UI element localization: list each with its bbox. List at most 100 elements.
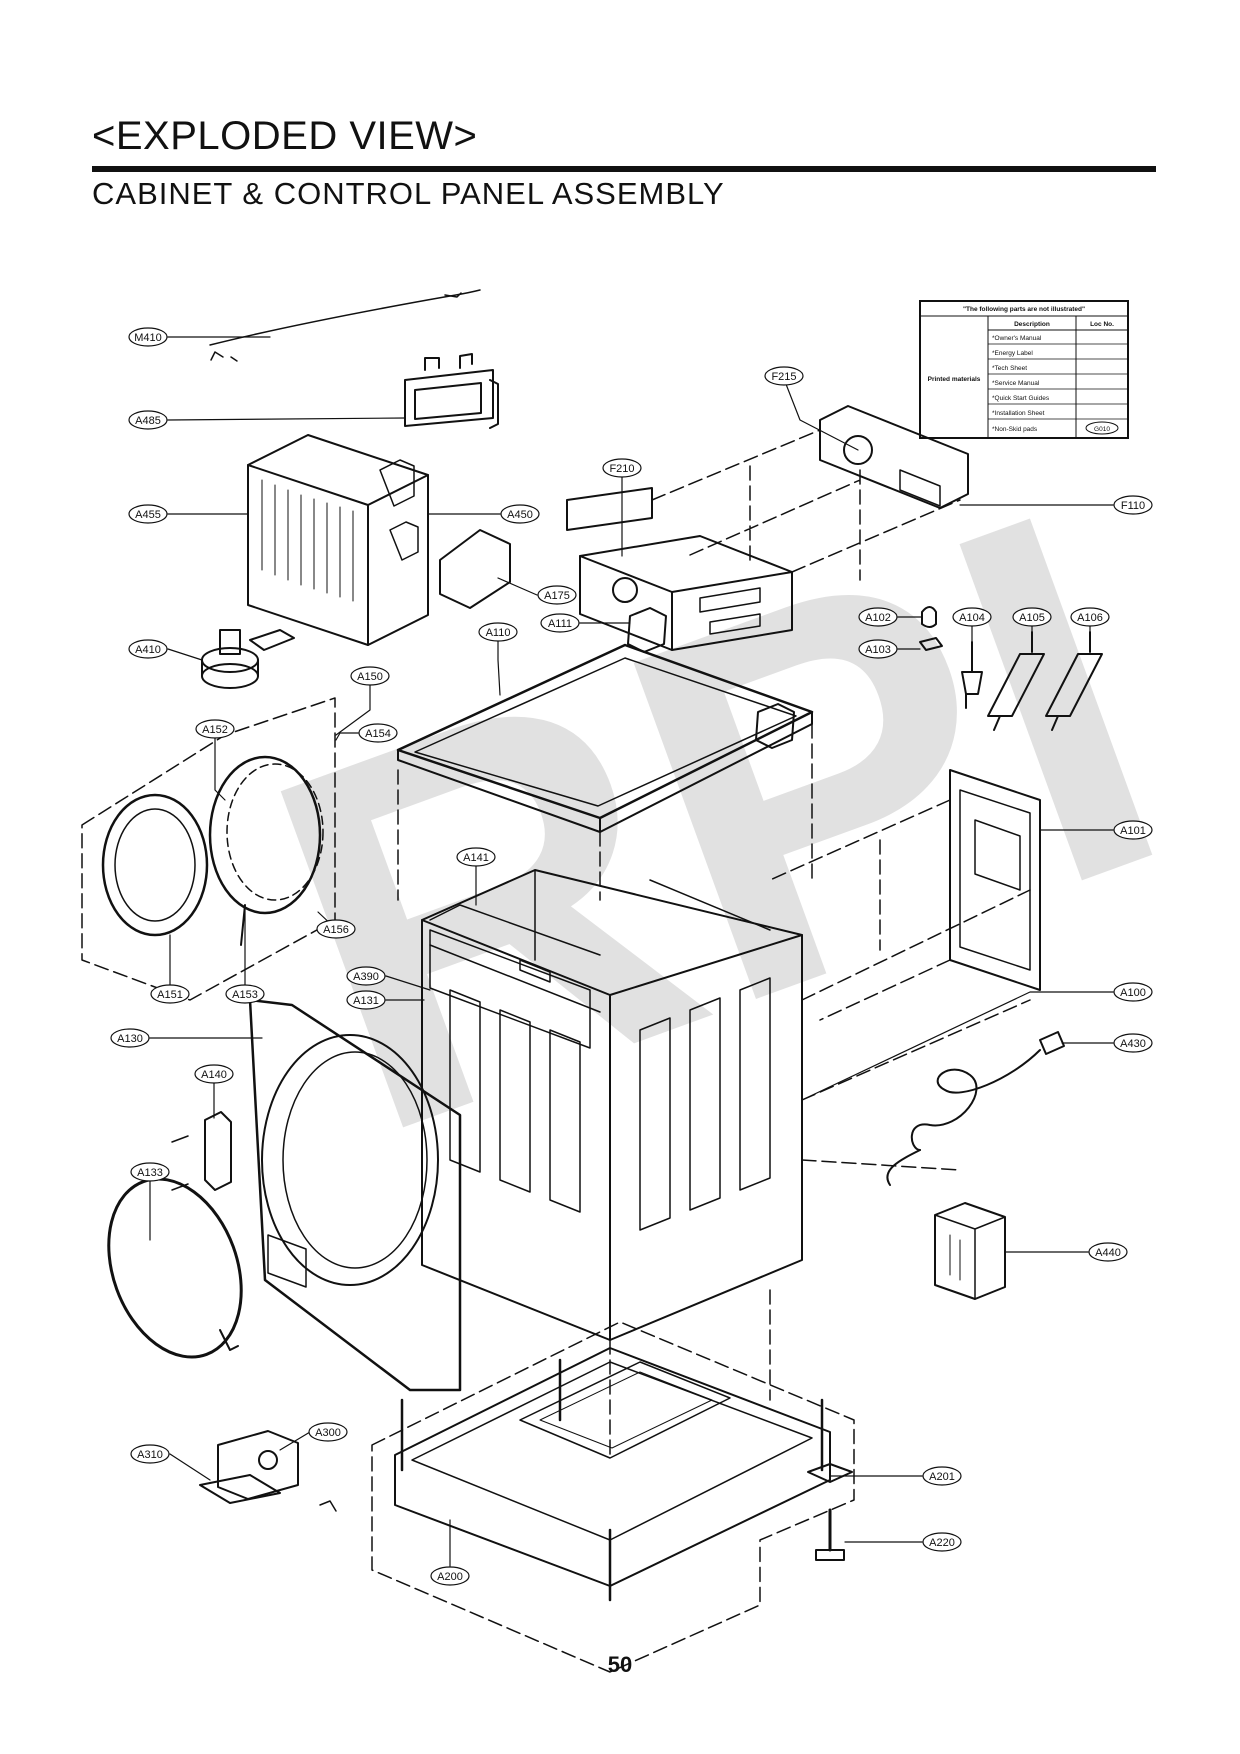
callout-label: A141: [463, 852, 489, 864]
callout-label: F210: [609, 463, 634, 475]
callout-a156: A156: [316, 919, 356, 939]
table-row-desc: *Energy Label: [992, 350, 1033, 357]
callout-a410: A410: [128, 639, 168, 659]
callout-label: A300: [315, 1427, 341, 1439]
callout-label: A152: [202, 724, 228, 736]
callout-a220: A220: [922, 1532, 962, 1552]
part-top-frame-lines: [651, 429, 961, 581]
table-row-desc: *Owner's Manual: [992, 335, 1042, 342]
callout-label: A430: [1120, 1038, 1146, 1050]
part-leveling-foot: [807, 1463, 853, 1561]
callout-a151: A151: [150, 984, 190, 1004]
callout-label: A140: [201, 1069, 227, 1081]
callout-bubble: [316, 919, 356, 939]
callout-label: A101: [1120, 825, 1146, 837]
callout-a106: A106: [1070, 607, 1110, 627]
part-door-glass: [101, 793, 209, 937]
callout-bubble: [1113, 495, 1153, 515]
callout-a430: A430: [1113, 1033, 1153, 1053]
callout-label: A100: [1120, 987, 1146, 999]
callout-f210: F210: [602, 458, 642, 478]
callout-bubble: [540, 613, 580, 633]
callout-label: A103: [865, 644, 891, 656]
callout-label: A440: [1095, 1247, 1121, 1259]
part-display-bracket: [404, 353, 499, 429]
callout-bubble: [346, 990, 386, 1010]
table-row-loc: G010: [1094, 426, 1110, 433]
part-main-pcb: [247, 434, 429, 646]
callout-bubble: [1113, 1033, 1153, 1053]
callout-label: A111: [548, 618, 572, 630]
callout-label: A151: [157, 989, 183, 1001]
page-subtitle: CABINET & CONTROL PANEL ASSEMBLY: [92, 176, 725, 211]
not-illustrated-table: [919, 300, 1129, 439]
callout-label: A455: [135, 509, 161, 521]
part-cabinet: [421, 869, 803, 1341]
callout-label: A156: [323, 924, 349, 936]
part-door-hinge: [171, 1111, 232, 1191]
callout-label: F110: [1121, 500, 1145, 512]
table-row-desc: *Tech Sheet: [992, 365, 1027, 372]
callout-bubble: [346, 966, 386, 986]
callout-bubble: [922, 1466, 962, 1486]
part-front-rail: [429, 904, 601, 983]
part-pad: [439, 529, 511, 609]
callout-bubble: [456, 847, 496, 867]
callout-bubble: [764, 366, 804, 386]
callout-a102: A102: [858, 607, 898, 627]
table-col-loc: Loc No.: [1090, 321, 1114, 328]
table-heading: "The following parts are not illustrated…: [963, 306, 1085, 313]
callout-bubble: [922, 1532, 962, 1552]
callout-label: A102: [865, 612, 891, 624]
callout-bubble: [350, 666, 390, 686]
callout-m410: M410: [128, 327, 168, 347]
part-wire-harness: [209, 289, 481, 362]
callout-label: A153: [232, 989, 258, 1001]
table-row-desc: *Service Manual: [992, 380, 1040, 387]
callout-a133: A133: [130, 1162, 170, 1182]
callout-a154: A154: [358, 723, 398, 743]
callout-label: A485: [135, 415, 161, 427]
callout-bubble: [225, 984, 265, 1004]
part-filter-cover: [199, 1430, 337, 1512]
callout-bubble: [1012, 607, 1052, 627]
part-back-panel-guides: [769, 799, 951, 1021]
callout-bubble: [194, 1064, 234, 1084]
callout-label: A130: [117, 1033, 143, 1045]
callout-a110: A110: [478, 622, 518, 642]
callout-a390: A390: [346, 966, 386, 986]
callout-bubble: [128, 410, 168, 430]
callout-a101: A101: [1113, 820, 1153, 840]
callout-bubble: [1088, 1242, 1128, 1262]
part-base-frame-outline: [371, 1321, 855, 1673]
callout-a310: A310: [130, 1444, 170, 1464]
callout-bubble: [858, 639, 898, 659]
callout-bubble: [150, 984, 190, 1004]
callout-label: A201: [929, 1471, 955, 1483]
part-base-frame: [394, 1347, 831, 1602]
part-gasket-ring: [107, 1177, 243, 1359]
callout-bubble: [430, 1566, 470, 1586]
part-front-panel: [248, 998, 462, 1392]
callout-a450: A450: [500, 504, 540, 524]
callout-bubble: [128, 327, 168, 347]
callout-a141: A141: [456, 847, 496, 867]
callout-label: A450: [507, 509, 533, 521]
callout-a485: A485: [128, 410, 168, 430]
callout-bubble: [952, 607, 992, 627]
part-control-panel: [566, 405, 969, 651]
callout-a100: A100: [1113, 982, 1153, 1002]
callout-bubble: [358, 723, 398, 743]
callout-a105: A105: [1012, 607, 1052, 627]
callout-bubble: [130, 1444, 170, 1464]
table-row-desc: *Non-Skid pads: [992, 426, 1038, 433]
callout-label: A110: [486, 627, 511, 639]
part-door-frame: [208, 755, 324, 946]
leader-lines: [149, 336, 1114, 1567]
table-row-desc: *Quick Start Guides: [992, 395, 1050, 402]
callout-a440: A440: [1088, 1242, 1128, 1262]
callout-label: M410: [134, 332, 162, 344]
callout-a300: A300: [308, 1422, 348, 1442]
